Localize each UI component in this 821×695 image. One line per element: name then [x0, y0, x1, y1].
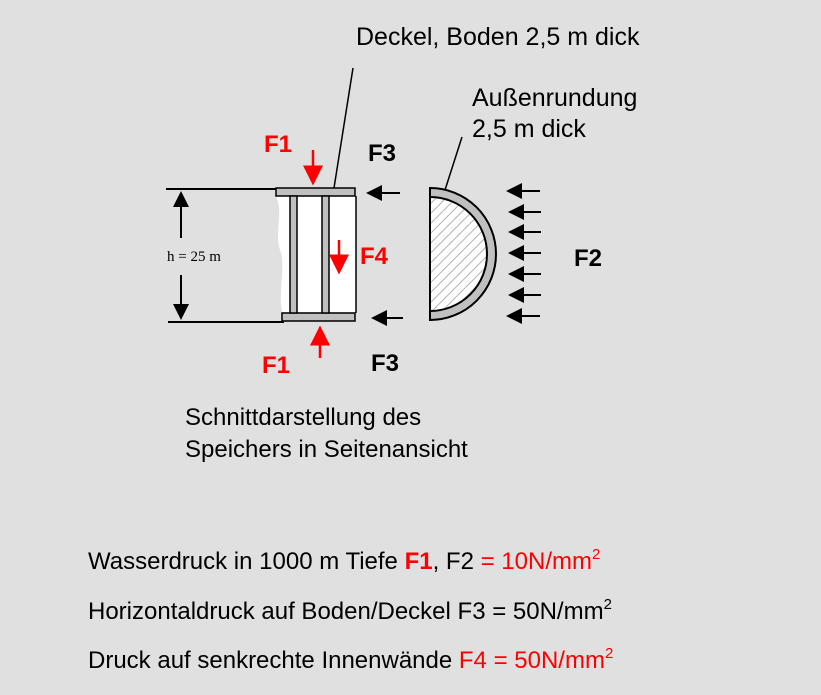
dimension-lines [166, 188, 284, 323]
f1-top-label: F1 [264, 131, 293, 158]
caption-line-1: Schnittdarstellung des [185, 404, 422, 431]
f3-arrows [366, 185, 403, 326]
lid-plate [275, 187, 356, 197]
inner-wall [321, 195, 330, 314]
storage-interior [276, 196, 356, 312]
outer-round-label: Außenrundung [472, 84, 638, 112]
f1-arrows [303, 150, 349, 358]
f2-label: F2 [574, 245, 603, 272]
pressure-line-2: Horizontaldruck auf Boden/Deckel F3 = 50… [88, 596, 612, 625]
inner-wall [289, 195, 298, 314]
f3-bottom-label: F3 [371, 350, 400, 377]
height-label: h = 25 m [167, 249, 221, 265]
bottom-plate [281, 312, 356, 322]
outer-round-thickness: 2,5 m dick [472, 115, 586, 143]
lid-label: Deckel, Boden 2,5 m dick [356, 23, 640, 51]
f3-top-label: F3 [368, 140, 397, 167]
pressure-line-3: Druck auf senkrechte Innenwände F4 = 50N… [88, 645, 614, 674]
caption-line-2: Speichers in Seitenansicht [185, 436, 468, 463]
f1-bottom-label: F1 [262, 352, 291, 379]
pressure-line-1: Wasserdruck in 1000 m Tiefe F1, F2 = 10N… [88, 546, 601, 575]
f2-arrows [506, 183, 541, 324]
f4-label: F4 [360, 243, 389, 270]
